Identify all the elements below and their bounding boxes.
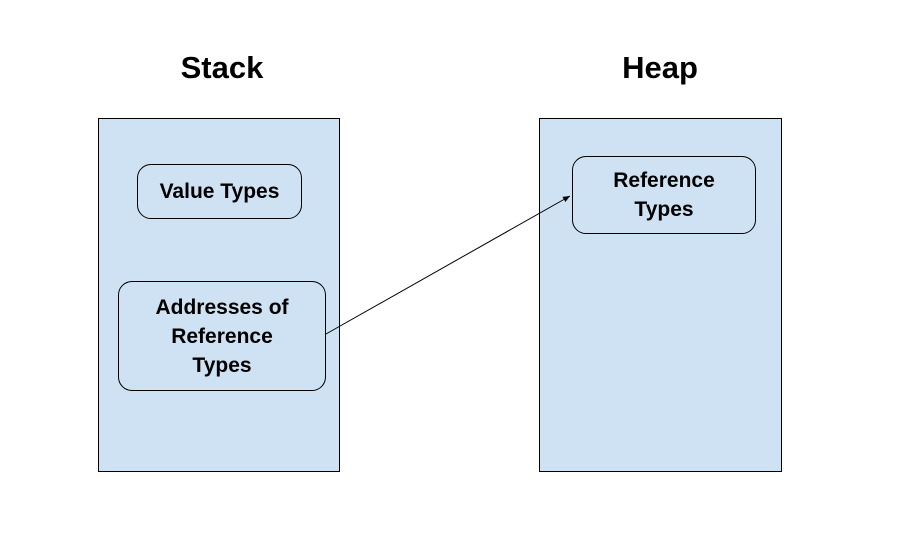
reference-types-node: Reference Types	[572, 156, 756, 234]
heap-title: Heap	[622, 50, 698, 85]
arrow-line	[325, 195, 571, 335]
addresses-of-reference-types-node: Addresses of Reference Types	[118, 281, 326, 391]
value-types-node: Value Types	[137, 164, 302, 219]
stack-title: Stack	[180, 50, 264, 85]
